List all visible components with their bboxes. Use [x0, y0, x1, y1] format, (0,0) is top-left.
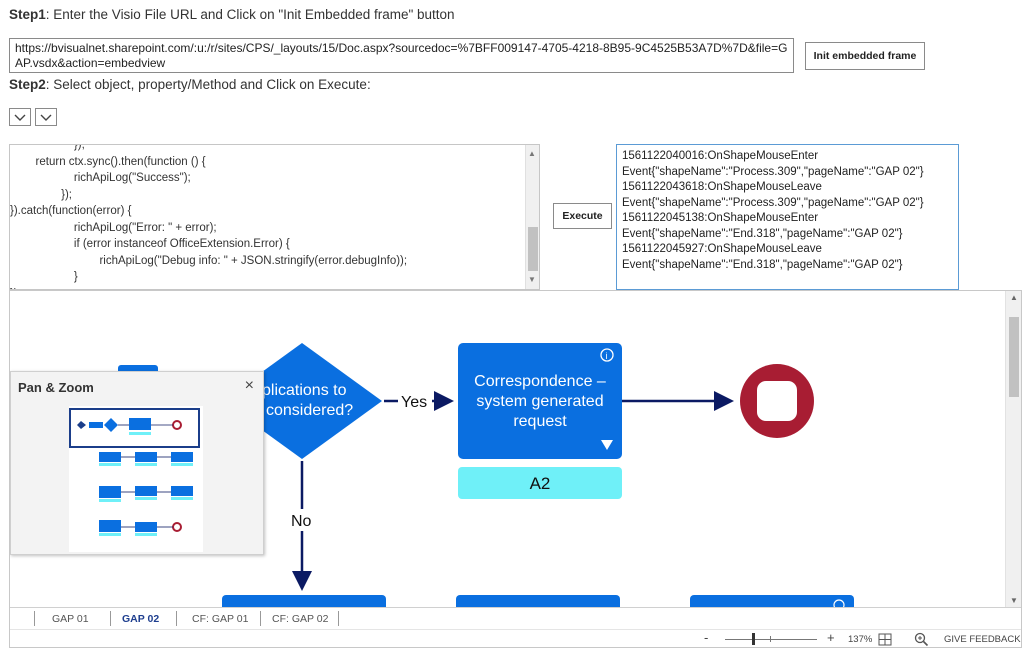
end-shape-stop-square — [757, 381, 797, 421]
info-icon[interactable] — [600, 348, 614, 362]
info-icon[interactable] — [833, 599, 845, 607]
fit-to-page-icon[interactable] — [878, 633, 892, 646]
partial-process-shape[interactable] — [456, 595, 620, 607]
pan-zoom-minimap[interactable] — [69, 406, 203, 552]
yes-label-bg — [398, 389, 432, 411]
log-line: Event{"shapeName":"Process.309","pageNam… — [622, 196, 924, 209]
scrollbar-thumb[interactable] — [1009, 317, 1019, 397]
log-line: Event{"shapeName":"End.318","pageName":"… — [622, 227, 903, 240]
code-line: richApiLog("Error: " + error); — [10, 221, 217, 234]
decision-text-line2: considered? — [266, 402, 353, 419]
viewer-vertical-scrollbar[interactable]: ▲ ▼ — [1005, 291, 1021, 607]
tab-separator — [34, 611, 35, 626]
step1-label: Step1 — [9, 7, 46, 22]
zoom-magnifier-icon[interactable] — [914, 632, 929, 647]
log-line: 1561122040016:OnShapeMouseEnter — [622, 150, 819, 162]
code-line: if (error instanceof OfficeExtension.Err… — [10, 238, 290, 250]
zoom-in-button[interactable]: + — [827, 630, 835, 645]
log-line: 1561122045138:OnShapeMouseEnter — [622, 212, 819, 224]
init-embedded-frame-button[interactable]: Init embedded frame — [805, 42, 925, 70]
tab-separator — [176, 611, 177, 626]
code-editor[interactable]: }); return ctx.sync().then(function () {… — [9, 144, 540, 290]
log-line: Event{"shapeName":"Process.309","pageNam… — [622, 165, 924, 178]
minimap-viewport[interactable] — [69, 408, 200, 448]
chevron-down-icon — [40, 114, 52, 121]
pan-zoom-panel[interactable]: Pan & Zoom × — [10, 371, 264, 555]
code-line: }).catch(function(error) { — [10, 205, 132, 217]
property-method-select-dropdown[interactable] — [35, 108, 57, 126]
zoom-level: 137% — [848, 634, 873, 645]
partial-process-shape[interactable] — [690, 595, 854, 607]
partial-process-shape[interactable] — [222, 595, 386, 607]
process-shape[interactable] — [458, 343, 622, 459]
yes-label: Yes — [401, 394, 427, 411]
tab-separator — [338, 611, 339, 626]
scroll-down-icon[interactable]: ▼ — [1010, 596, 1018, 605]
arrowhead-icon — [434, 391, 454, 411]
step2-label: Step2 — [9, 77, 46, 92]
zoom-slider-thumb[interactable] — [752, 633, 755, 645]
step1-instruction: Step1: Enter the Visio File URL and Clic… — [9, 7, 455, 22]
close-icon[interactable]: × — [244, 377, 254, 394]
code-line: }); — [10, 286, 525, 290]
no-label-bg — [287, 509, 317, 531]
process-text-line3: request — [513, 413, 567, 430]
no-label: No — [291, 513, 312, 530]
chevron-down-icon — [14, 114, 26, 121]
page-tab[interactable]: CF: GAP 01 — [192, 613, 249, 625]
step2-text: : Select object, property/Method and Cli… — [45, 77, 371, 92]
log-line: 1561122045927:OnShapeMouseLeave — [622, 243, 822, 255]
code-lines: }); return ctx.sync().then(function () {… — [10, 144, 525, 290]
scrollbar-thumb[interactable] — [528, 227, 538, 271]
page-tab[interactable]: GAP 02 — [122, 613, 160, 625]
visio-url-input[interactable]: https://bvisualnet.sharepoint.com/:u:/r/… — [9, 38, 794, 73]
arrowhead-icon — [714, 391, 734, 411]
info-icon-glyph: i — [606, 351, 608, 361]
process-tag-label: A2 — [530, 474, 551, 493]
zoom-slider-track[interactable] — [725, 639, 817, 640]
arrowhead-icon — [292, 571, 312, 591]
give-feedback-link[interactable]: GIVE FEEDBACK — [944, 634, 1021, 645]
expand-triangle-icon[interactable] — [601, 440, 613, 450]
decision-text-line1: plications to — [262, 382, 347, 399]
code-line: richApiLog("Debug info: " + JSON.stringi… — [10, 254, 408, 267]
execute-button[interactable]: Execute — [553, 203, 612, 229]
scroll-down-icon[interactable]: ▼ — [528, 274, 536, 284]
scroll-up-icon[interactable]: ▲ — [1010, 293, 1018, 302]
code-line: return ctx.sync().then(function () { — [10, 155, 206, 168]
status-bar: - + 137% GIVE FEEDBACK — [10, 629, 1021, 647]
process-text-line2: system generated — [476, 393, 603, 410]
zoom-slider-tick — [770, 636, 771, 642]
code-line: } — [10, 271, 78, 283]
log-line: 1561122043618:OnShapeMouseLeave — [622, 181, 822, 193]
object-select-dropdown[interactable] — [9, 108, 31, 126]
scroll-up-icon[interactable]: ▲ — [528, 149, 536, 158]
page-tabs-bar: GAP 01 GAP 02 CF: GAP 01 CF: GAP 02 — [10, 607, 1021, 629]
page-tab[interactable]: CF: GAP 02 — [272, 613, 329, 625]
tab-separator — [110, 611, 111, 626]
process-text-line1: Correspondence – — [474, 373, 606, 390]
process-tag[interactable] — [458, 467, 622, 499]
code-line: }); — [10, 188, 72, 201]
tab-separator — [260, 611, 261, 626]
pan-zoom-title: Pan & Zoom — [18, 380, 94, 395]
zoom-out-button[interactable]: - — [704, 630, 709, 645]
step1-text: : Enter the Visio File URL and Click on … — [45, 7, 455, 22]
visio-embedded-viewer[interactable]: plications to considered? Yes No i Corre… — [9, 290, 1022, 648]
code-scrollbar[interactable]: ▲ ▼ — [525, 145, 539, 289]
code-line: }); — [10, 144, 85, 151]
code-line: richApiLog("Success"); — [10, 172, 191, 184]
page-tab[interactable]: GAP 01 — [52, 613, 89, 625]
step2-instruction: Step2: Select object, property/Method an… — [9, 77, 371, 92]
log-line: Event{"shapeName":"End.318","pageName":"… — [622, 258, 903, 271]
